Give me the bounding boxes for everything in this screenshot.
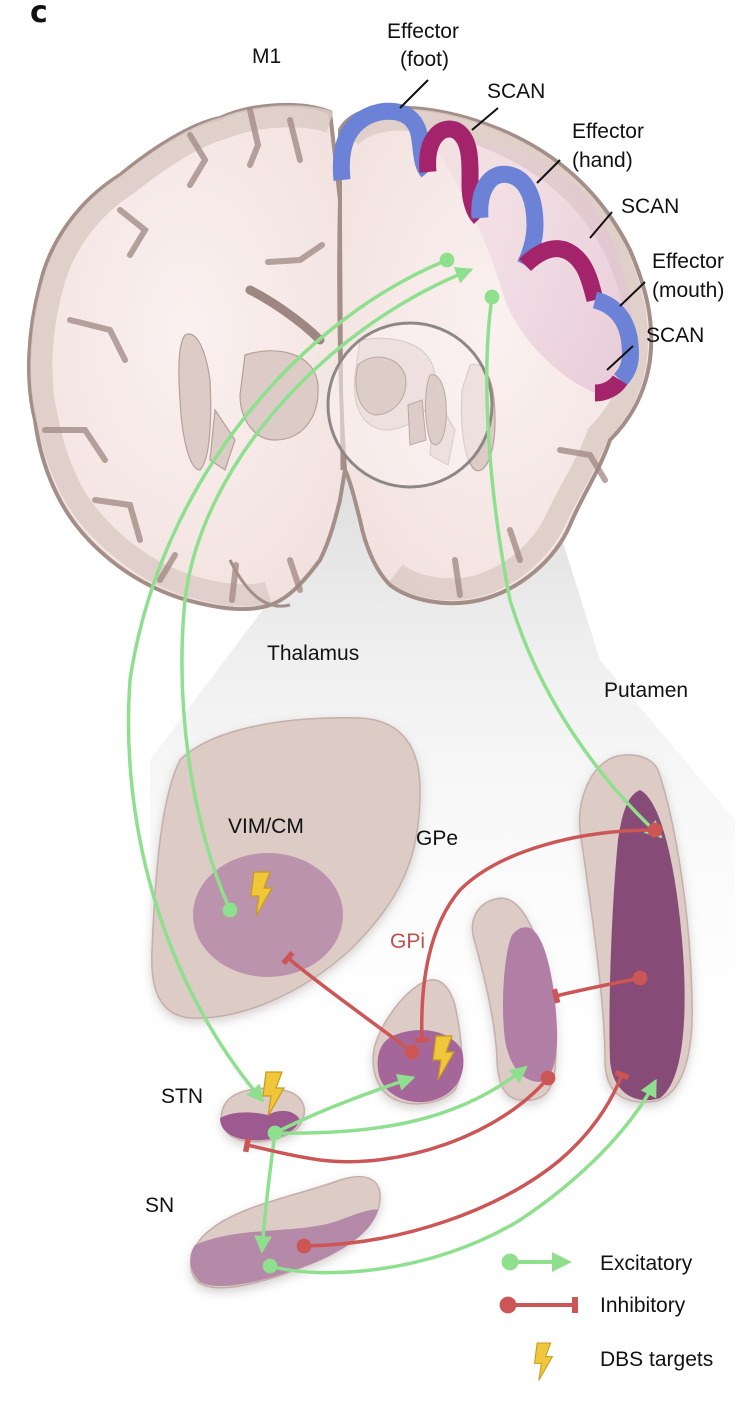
thalamus-label: Thalamus — [267, 642, 359, 665]
legend-inhibitory-label: Inhibitory — [600, 1294, 686, 1317]
conn-vimcm-to-m1 — [180, 267, 474, 918]
effector-hand-label-line1: Effector — [572, 120, 644, 143]
conn-putamen-to-gpe — [551, 970, 648, 1004]
conn-m1-to-putamen — [484, 289, 663, 839]
effector-mouth-label-line1: Effector — [652, 250, 724, 273]
legend-excitatory: Excitatory — [501, 1252, 693, 1275]
m1-label: M1 — [252, 45, 281, 68]
connections — [126, 252, 663, 1275]
dbs-target-gpi — [432, 1035, 456, 1081]
dbs-target-stn — [262, 1071, 286, 1117]
scan-label-1: SCAN — [487, 80, 545, 103]
sn-label: SN — [145, 1194, 174, 1217]
effector-hand-band — [471, 165, 544, 269]
scan-label-2: SCAN — [621, 195, 679, 218]
scan-label-3: SCAN — [646, 324, 704, 347]
conn-gpi-to-vimcm — [281, 950, 420, 1060]
legend-dbs-label: DBS targets — [600, 1348, 713, 1371]
legend-excitatory-label: Excitatory — [600, 1252, 693, 1275]
lightning-bolt-icon — [432, 1035, 456, 1081]
lightning-bolt-icon — [250, 871, 274, 917]
effector-foot-label-line1: Effector — [387, 20, 459, 43]
vim-cm-label: VIM/CM — [228, 815, 304, 838]
scan-band-2 — [518, 240, 604, 303]
legend-dbs: DBS targets — [533, 1342, 713, 1381]
panel-letter: c — [30, 0, 48, 30]
conn-putamen-to-gpi — [414, 822, 663, 1044]
lightning-bolt-icon — [533, 1342, 554, 1381]
lightning-bolt-icon — [262, 1071, 286, 1117]
stn-label: STN — [161, 1085, 203, 1108]
dbs-target-vimcm — [250, 871, 274, 917]
legend-inhibitory: Inhibitory — [499, 1294, 686, 1317]
gpe-label: GPe — [416, 827, 458, 850]
legend: Excitatory Inhibitory DBS targets — [499, 1252, 713, 1381]
gpi-label: GPi — [390, 930, 425, 953]
putamen-label: Putamen — [604, 679, 688, 702]
effector-mouth-label-line2: (mouth) — [652, 279, 724, 302]
effector-foot-label-line2: (foot) — [400, 48, 449, 71]
conn-sn-to-putamen-inhibitory — [296, 1069, 630, 1254]
effector-hand-label-line2: (hand) — [572, 149, 633, 172]
